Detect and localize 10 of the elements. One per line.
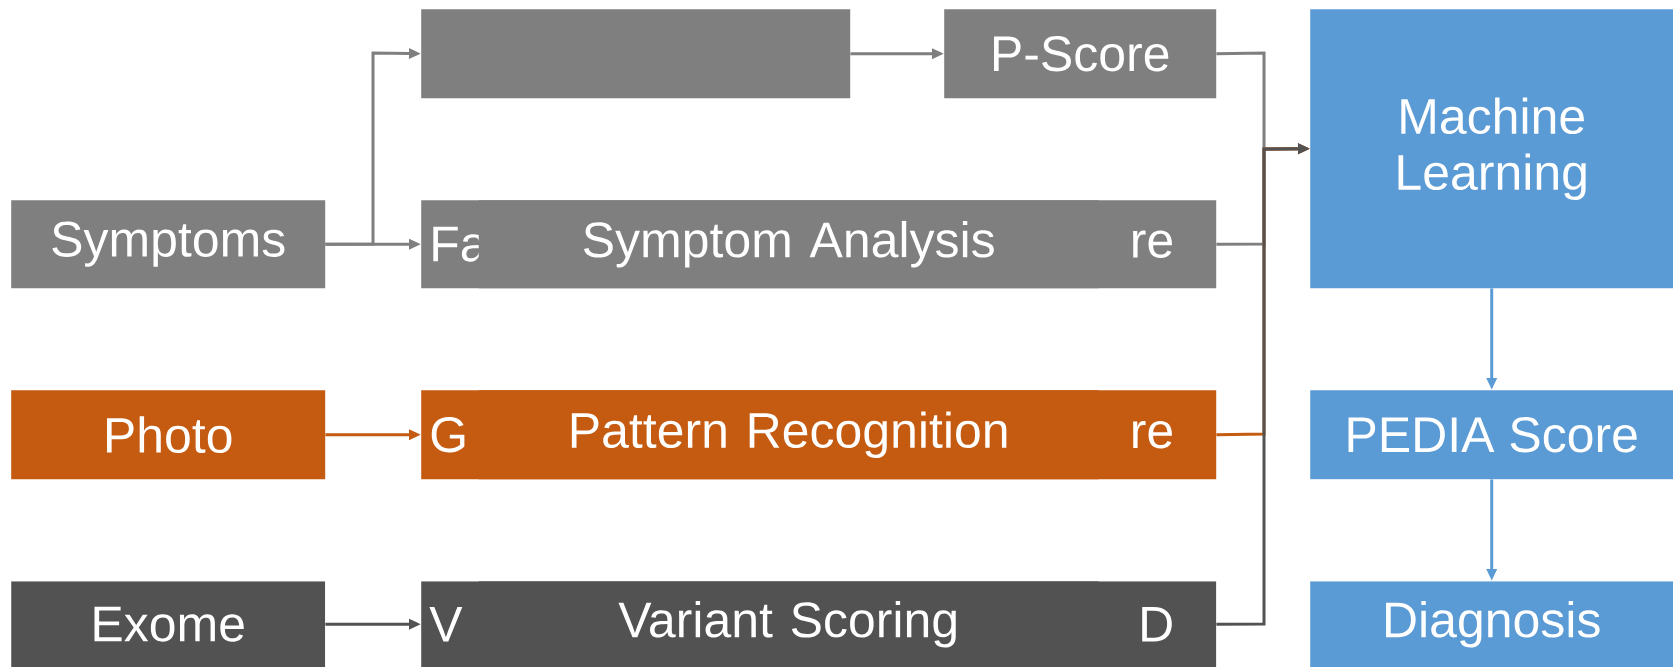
process-box: G Pattern Recognition re: [421, 390, 1217, 480]
process-box: PEDIA Score: [1310, 390, 1673, 480]
process-box: V Variant Scoring D: [421, 581, 1217, 667]
process-box: Diagnosis: [1310, 581, 1673, 667]
process-box: [421, 9, 851, 99]
process-box: Photo: [11, 390, 326, 480]
process-box: Exome: [11, 581, 326, 667]
process-box: P-Score: [944, 9, 1217, 99]
process-box: Symptoms: [11, 200, 326, 289]
process-box: Machine Learning: [1310, 9, 1673, 289]
